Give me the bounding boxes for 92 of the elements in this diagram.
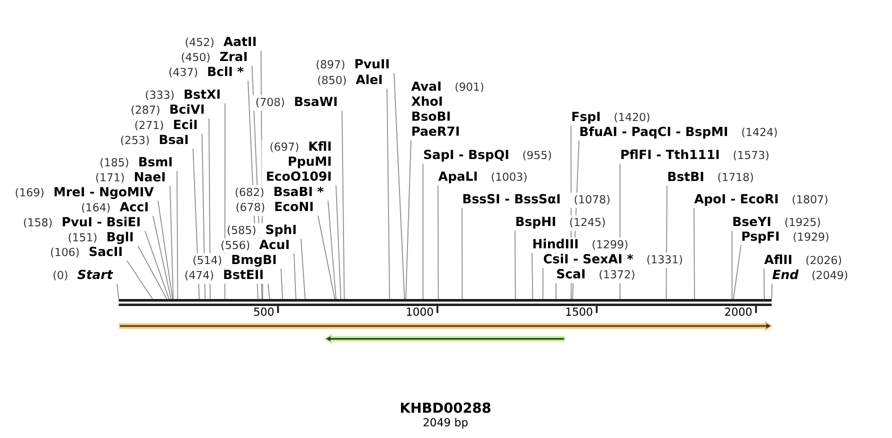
leader-line <box>318 215 336 300</box>
site-label: AvaI (901) XhoI BsoBI PaeR7I <box>411 82 484 136</box>
leader-line <box>126 260 153 300</box>
sequence-feature <box>119 320 773 332</box>
site-label: (287) BciVI <box>132 104 204 116</box>
site-label: BseYI (1925) <box>733 216 820 228</box>
leader-line <box>405 140 412 300</box>
site-label: (514) BmgBI <box>194 254 276 267</box>
leader-line <box>144 230 170 300</box>
site-label: SapI - BspQI (955) <box>424 150 551 162</box>
leader-line <box>694 208 695 300</box>
site-label: (678) EcoNI <box>236 202 313 212</box>
site-label: (556) AcuI <box>222 240 289 250</box>
leader-line <box>438 184 439 300</box>
site-label: (106) SacII <box>51 246 122 258</box>
leader-line <box>224 102 226 300</box>
leader-line <box>268 283 270 300</box>
leader-line <box>462 208 463 300</box>
leader-line <box>570 125 572 300</box>
site-label: (151) BglI <box>68 232 133 244</box>
leader-line <box>152 216 172 300</box>
site-label: FspI (1420) <box>572 112 650 124</box>
site-label: ScaI (1372) <box>557 269 634 280</box>
site-label: BstBI (1718) <box>668 172 753 182</box>
leader-line <box>732 230 733 300</box>
site-label: (850) AleI <box>318 74 382 86</box>
scale-label: 500 <box>254 308 274 316</box>
leader-line <box>158 200 174 300</box>
scale-label: 2000 <box>725 308 752 316</box>
leader-line <box>294 253 296 300</box>
leader-line <box>116 283 120 300</box>
sequence-length: 2049 bp <box>424 418 468 429</box>
leader-line <box>514 230 516 300</box>
leader-line <box>572 140 580 300</box>
leader-line <box>208 118 211 300</box>
site-label: HindIII (1299) <box>533 238 628 250</box>
leader-line <box>386 88 390 300</box>
leader-line <box>342 110 345 300</box>
leader-line <box>336 184 342 300</box>
site-label: (271) EciI <box>135 120 197 130</box>
site-label: (333) BstXI <box>146 90 220 100</box>
site-label: ApoI - EcoRI (1807) <box>694 194 828 206</box>
site-label: PspFI (1929) <box>742 232 828 244</box>
leader-line <box>732 244 742 300</box>
leader-line <box>280 268 283 300</box>
site-label: (437) BclI * <box>169 66 244 78</box>
sequence-end-label: (0) Start <box>54 270 114 280</box>
site-label: (708) BsaWI <box>256 96 337 108</box>
leader-line <box>771 283 772 300</box>
site-label: (253) BsaI <box>121 134 188 146</box>
site-label: BssSI - BssSαI (1078) <box>463 194 610 205</box>
sequence-end-label: End (2049) <box>772 270 848 280</box>
scale-label: 1000 <box>406 308 433 316</box>
site-label: (171) NaeI <box>96 172 165 183</box>
leader-line <box>300 238 306 300</box>
leader-line <box>248 80 258 300</box>
site-label: (169) MreI - NgoMIV <box>16 187 154 199</box>
leader-line <box>202 133 206 300</box>
leader-line <box>422 163 424 300</box>
leader-line <box>260 50 264 300</box>
site-label: (897) PvuII <box>316 59 389 70</box>
sequence-backbone <box>118 299 772 306</box>
leader-line <box>192 148 200 300</box>
site-label: (164) AccI <box>82 202 148 213</box>
site-label: AflII (2026) <box>764 254 842 266</box>
scale-label: 1500 <box>566 308 592 316</box>
leader-line <box>542 268 544 300</box>
leader-line <box>764 268 765 300</box>
site-label: (450) ZraI <box>182 52 247 62</box>
leader-line <box>176 170 178 300</box>
leader-line <box>394 72 405 300</box>
site-label: BspHI (1245) <box>516 216 605 229</box>
leader-line <box>170 186 174 300</box>
site-label: (474) BstEII <box>185 270 263 280</box>
site-label: (697) KflI PpuMI EcoO109I <box>267 141 331 181</box>
site-label: CsiI - SexAI * (1331) <box>544 254 682 265</box>
site-label: BfuAI - PaqCI - BspMI (1424) <box>580 126 777 139</box>
site-label: (158) PvuI - BsiEI <box>24 216 140 228</box>
map-title: KHBD00288 <box>400 402 490 413</box>
site-label: (682) BsaBI * <box>236 186 324 198</box>
site-label: PflFI - Tth111I (1573) <box>621 150 768 160</box>
site-label: ApaLI (1003) <box>438 172 526 184</box>
site-label: (185) BsmI <box>100 157 172 168</box>
sequence-feature <box>324 334 565 344</box>
site-label: (452) AatII <box>186 36 256 48</box>
leader-line <box>328 200 336 300</box>
leader-line <box>252 65 263 300</box>
leader-line <box>555 282 556 300</box>
leader-line <box>138 246 168 300</box>
leader-line <box>666 185 668 300</box>
site-label: (585) SphI <box>228 224 296 237</box>
leader-line <box>532 252 534 300</box>
